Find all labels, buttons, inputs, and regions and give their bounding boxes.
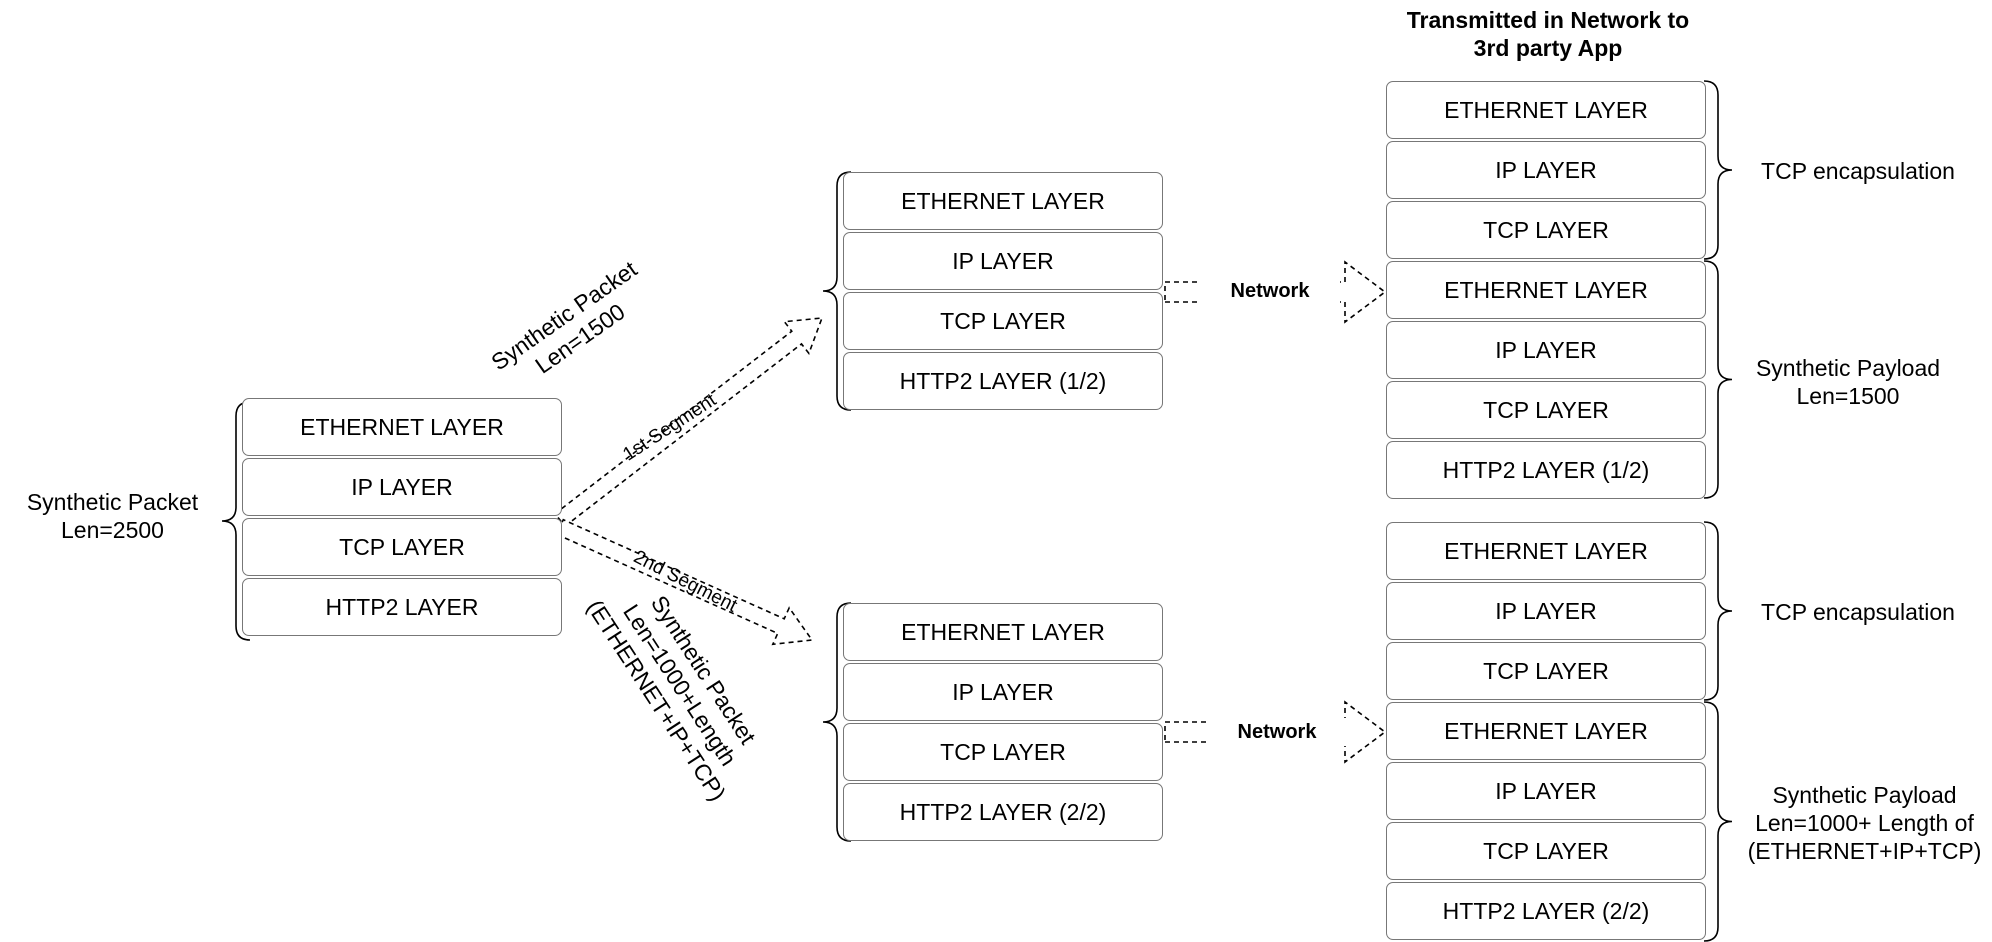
layer-box-seg2-1: IP LAYER <box>843 663 1163 721</box>
layer-box-out2-6: HTTP2 LAYER (2/2) <box>1386 882 1706 940</box>
layer-box-seg1-2: TCP LAYER <box>843 292 1163 350</box>
tcp-encap-label-2: TCP encapsulation <box>1761 599 1955 625</box>
network-label-2: Network <box>1207 718 1347 746</box>
layer-box-seg1-0: ETHERNET LAYER <box>843 172 1163 230</box>
layer-box-out1-1: IP LAYER <box>1386 141 1706 199</box>
layer-box-out1-2: TCP LAYER <box>1386 201 1706 259</box>
layer-box-out2-4: IP LAYER <box>1386 762 1706 820</box>
payload-label-2: Synthetic Payload Len=1000+ Length of (E… <box>1747 782 1982 864</box>
seg1-arrow <box>553 317 824 528</box>
layer-box-out2-1: IP LAYER <box>1386 582 1706 640</box>
layer-box-out1-6: HTTP2 LAYER (1/2) <box>1386 441 1706 499</box>
seg2-arrow <box>555 518 814 646</box>
out2-tcp-brace <box>1703 521 1733 701</box>
layer-box-seg2-0: ETHERNET LAYER <box>843 603 1163 661</box>
layer-box-seg1-3: HTTP2 LAYER (1/2) <box>843 352 1163 410</box>
layer-box-out1-3: ETHERNET LAYER <box>1386 261 1706 319</box>
out1-tcp-brace <box>1703 80 1733 260</box>
seg1-brace <box>822 171 852 411</box>
layer-box-out1-0: ETHERNET LAYER <box>1386 81 1706 139</box>
layer-box-seg2-2: TCP LAYER <box>843 723 1163 781</box>
header-label: Transmitted in Network to 3rd party App <box>1406 7 1690 61</box>
layer-box-out2-3: ETHERNET LAYER <box>1386 702 1706 760</box>
layer-box-source-1: IP LAYER <box>242 458 562 516</box>
layer-box-out1-4: IP LAYER <box>1386 321 1706 379</box>
layer-box-source-2: TCP LAYER <box>242 518 562 576</box>
seg2-brace <box>822 602 852 842</box>
layer-box-seg2-3: HTTP2 LAYER (2/2) <box>843 783 1163 841</box>
layer-box-out1-5: TCP LAYER <box>1386 381 1706 439</box>
network-label-1: Network <box>1200 277 1340 305</box>
layer-box-out2-5: TCP LAYER <box>1386 822 1706 880</box>
source-packet-label: Synthetic Packet Len=2500 <box>26 489 199 543</box>
tcp-encap-label-1: TCP encapsulation <box>1761 158 1955 184</box>
source-brace <box>221 401 251 641</box>
out1-payload-brace <box>1703 260 1733 499</box>
payload-label-1: Synthetic Payload Len=1500 <box>1755 355 1941 409</box>
layer-box-out2-2: TCP LAYER <box>1386 642 1706 700</box>
layer-box-seg1-1: IP LAYER <box>843 232 1163 290</box>
layer-box-source-3: HTTP2 LAYER <box>242 578 562 636</box>
layer-box-source-0: ETHERNET LAYER <box>242 398 562 456</box>
layer-box-out2-0: ETHERNET LAYER <box>1386 522 1706 580</box>
out2-payload-brace <box>1703 701 1733 942</box>
